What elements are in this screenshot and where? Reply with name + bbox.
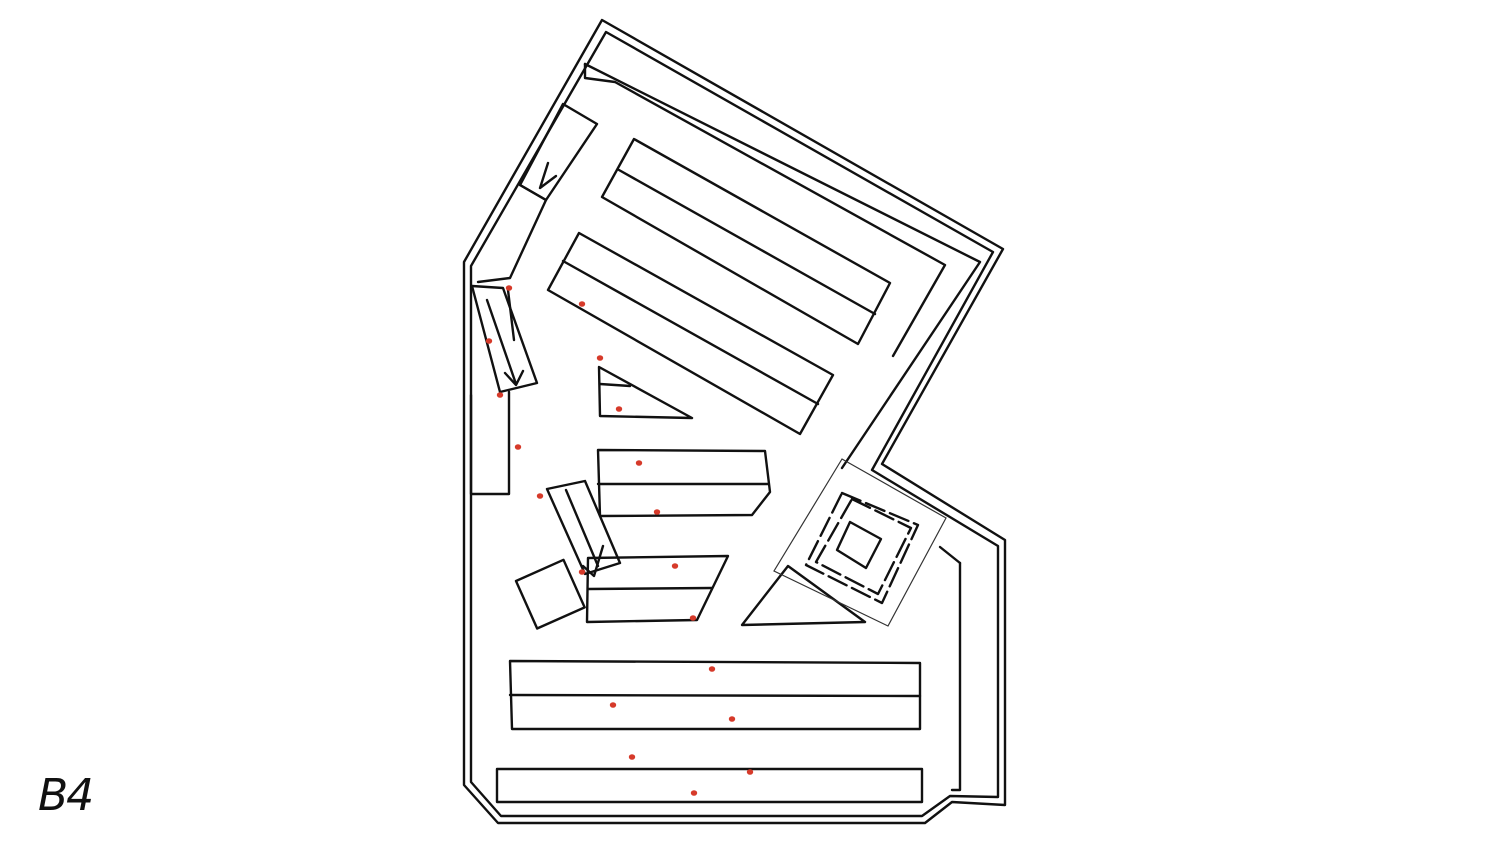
marker-dot [505,285,513,291]
island-triangle-lower [740,564,867,627]
marker-dot [671,563,679,569]
marker-dot [708,666,716,672]
parking-block-bottom-2 [495,767,924,804]
marker-dot [496,392,504,398]
atrium [773,458,947,627]
marker-dot [689,615,697,621]
marker-dot [536,493,544,499]
parking-block-center [596,448,772,518]
marker-dot [485,338,493,344]
marker-dot [690,790,698,796]
parking-block-middle [546,231,835,436]
level-label: B4 [38,770,94,821]
parking-block-upper [600,137,892,346]
marker-dot [578,569,586,575]
stair-core [514,558,586,630]
marker-group [485,285,754,796]
parking-block-lower-center [585,554,730,624]
ramp-left [469,284,539,496]
marker-dot [514,444,522,450]
marker-dot [746,769,754,775]
parking-block-bottom-1 [508,659,922,731]
marker-dot [635,460,643,466]
marker-dot [578,301,586,307]
island-triangle-upper [597,365,694,420]
ramp-upper [476,102,599,284]
marker-dot [615,406,623,412]
marker-dot [609,702,617,708]
inner-drive-boundary [583,62,982,792]
marker-dot [596,355,604,361]
marker-dot [653,509,661,515]
marker-dot [728,716,736,722]
marker-dot [628,754,636,760]
outer-wall [462,18,1007,825]
